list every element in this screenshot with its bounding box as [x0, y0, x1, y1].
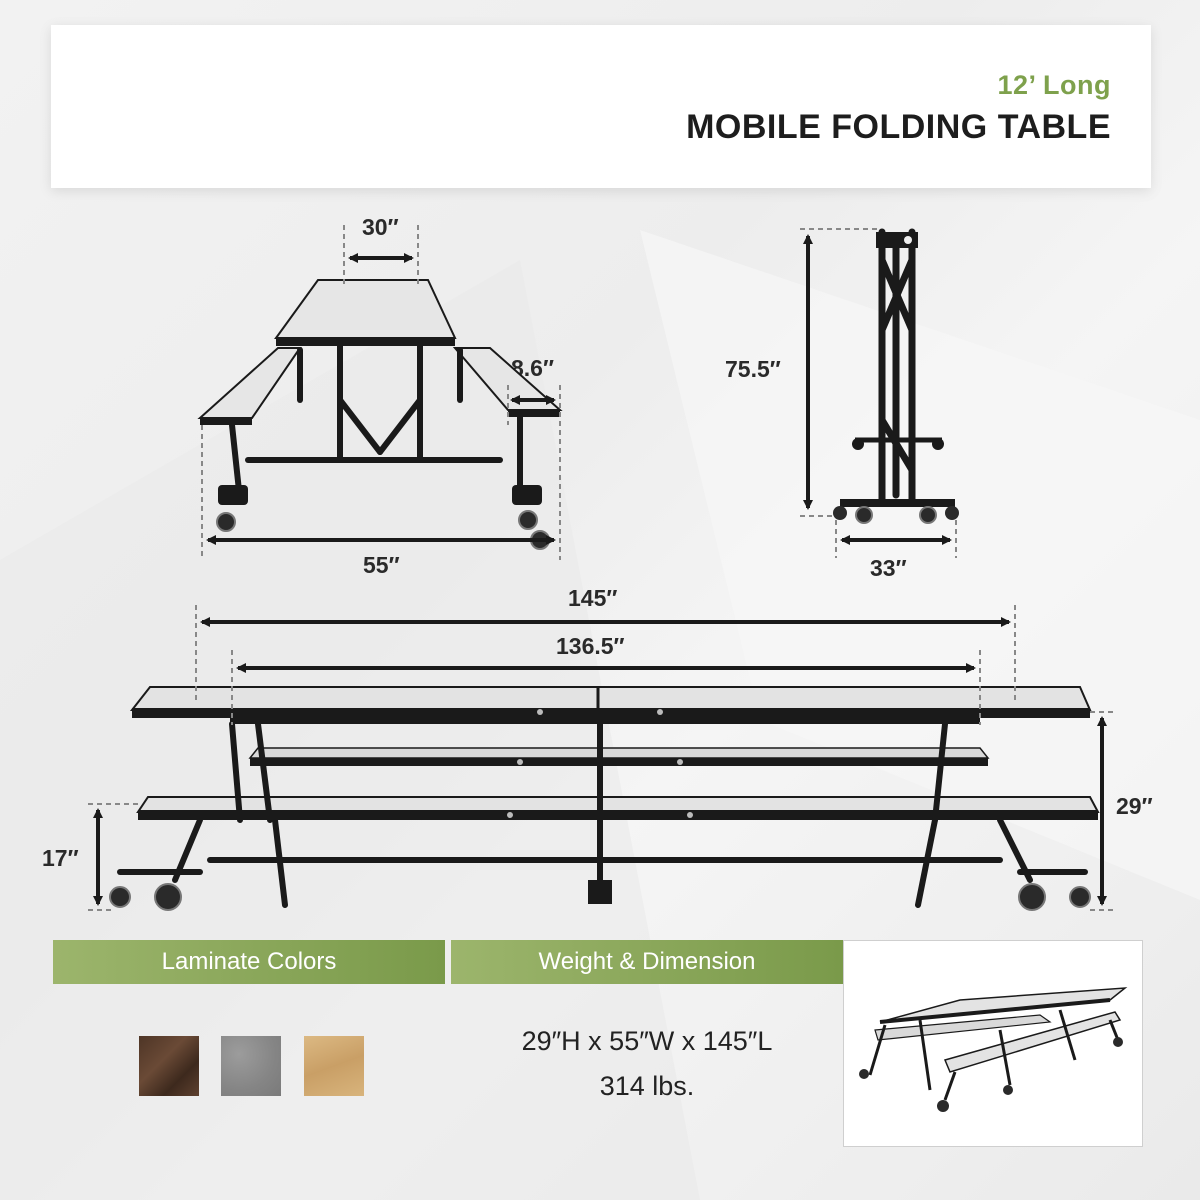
- dim-overall-width: 55″: [363, 552, 400, 578]
- header-subtitle: 12’ Long: [997, 70, 1111, 100]
- dim-bench-height: 17″: [42, 845, 79, 871]
- product-thumbnail: [843, 940, 1143, 1147]
- swatch-gray: [221, 1036, 281, 1096]
- dim-overall-length: 145″: [568, 585, 618, 611]
- thumbnail-drawing: [859, 987, 1128, 1112]
- spec-weight: 314 lbs.: [599, 1071, 695, 1101]
- laminate-colors-band: Laminate Colors: [53, 940, 445, 984]
- spec-dimension: 29″H x 55″W x 145″L: [521, 1026, 773, 1056]
- dim-top-length: 136.5″: [556, 633, 625, 659]
- swatch-walnut: [139, 1036, 199, 1096]
- weight-dimension-band: Weight & Dimension: [451, 940, 843, 984]
- end-view-drawing: [197, 225, 563, 560]
- swatch-maple: [304, 1036, 364, 1096]
- header-card: 12’ Long MOBILE FOLDING TABLE: [51, 25, 1151, 188]
- folded-view-drawing: [800, 228, 959, 558]
- dim-top-width: 30″: [362, 214, 399, 240]
- dim-folded-depth: 33″: [870, 555, 907, 581]
- dim-folded-height: 75.5″: [725, 356, 781, 382]
- dim-table-height: 29″: [1116, 793, 1153, 819]
- side-view-drawing: [88, 605, 1115, 911]
- header-title: MOBILE FOLDING TABLE: [686, 108, 1111, 146]
